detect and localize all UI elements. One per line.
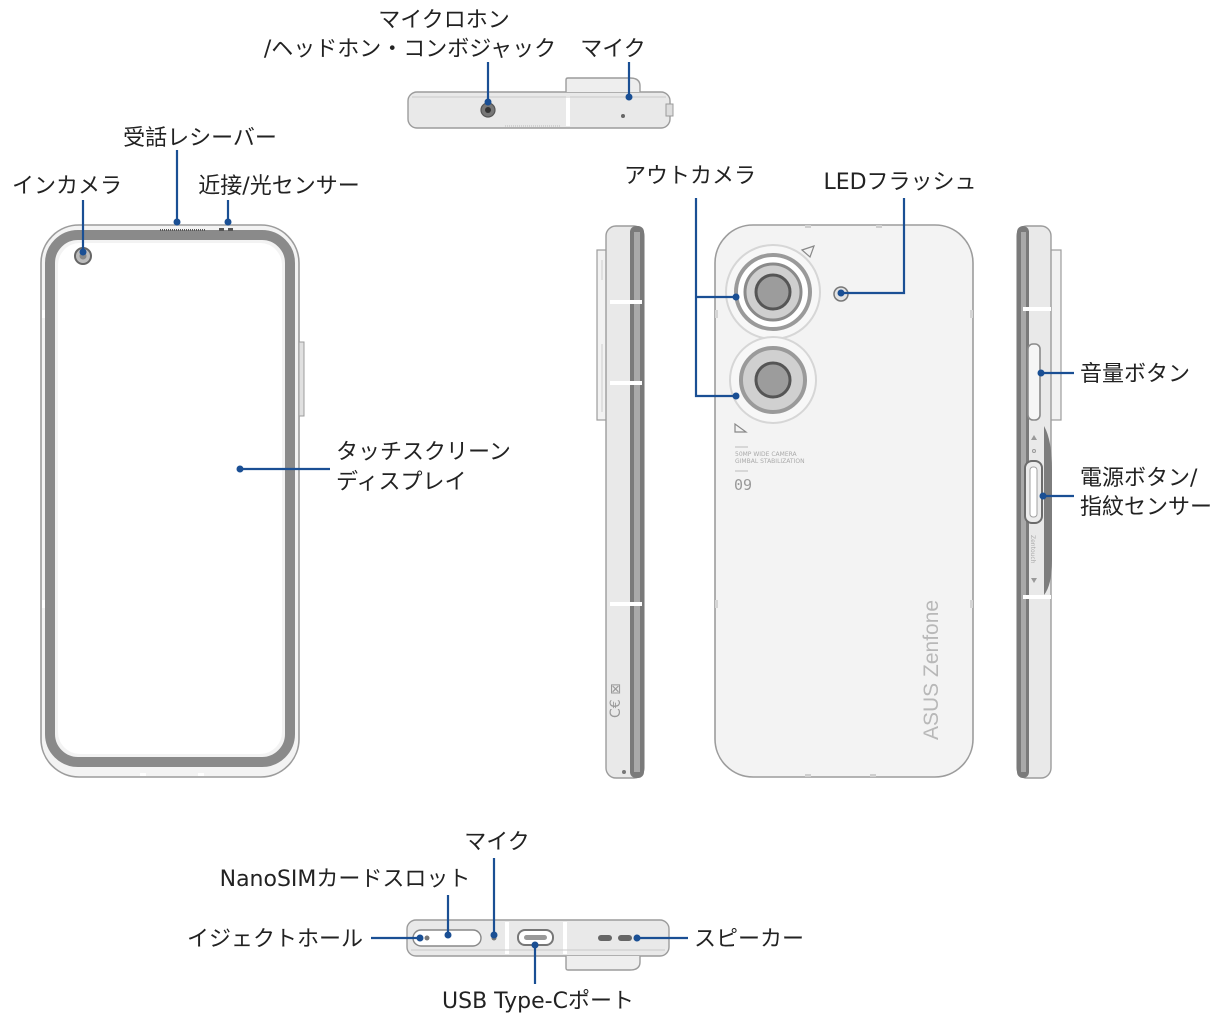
speaker-leader bbox=[633, 934, 688, 942]
top-jack-label-line1: マイクロホン bbox=[378, 8, 510, 33]
zentouch-print: Zentouch bbox=[1029, 535, 1036, 564]
bottom-mic-label: マイク bbox=[464, 830, 530, 855]
speaker-label: スピーカー bbox=[694, 927, 804, 952]
eject-hole-label: イジェクトホール bbox=[187, 927, 363, 952]
power-button-label-line2: 指紋センサー bbox=[1080, 495, 1212, 520]
top-mic-hole bbox=[621, 114, 625, 118]
front-view bbox=[40, 224, 305, 778]
receiver-leader bbox=[173, 150, 181, 226]
nanosim-slot-label: NanoSIMカードスロット bbox=[220, 867, 471, 892]
volume-button-label: 音量ボタン bbox=[1080, 362, 1190, 387]
touchscreen-label-line2: ディスプレイ bbox=[336, 470, 466, 495]
top-jack-leader bbox=[484, 62, 492, 106]
power-leader bbox=[1039, 492, 1074, 500]
front-camera-label: インカメラ bbox=[12, 174, 122, 199]
volume-rocker bbox=[1027, 343, 1041, 421]
nanosim-leader bbox=[444, 895, 452, 939]
led-flash-leader bbox=[837, 198, 906, 297]
speaker-grille bbox=[598, 935, 612, 941]
power-button-label-line1: 電源ボタン/ bbox=[1080, 466, 1198, 491]
volume-leader bbox=[1037, 369, 1074, 377]
camera-spec-line2: GIMBAL STABILIZATION bbox=[735, 458, 805, 465]
rear-camera-ultrawide bbox=[729, 336, 817, 424]
rear-camera-leader bbox=[694, 198, 740, 400]
right-side-view: Zentouch bbox=[1016, 225, 1062, 779]
usb-port-label: USB Type-Cポート bbox=[442, 989, 634, 1014]
top-mic-label: マイク bbox=[580, 37, 646, 62]
eject-hole bbox=[424, 935, 430, 941]
top-mic-leader bbox=[625, 62, 633, 101]
rear-camera-main bbox=[725, 244, 821, 340]
back-view: 50MP WIDE CAMERA GIMBAL STABILIZATION 09… bbox=[714, 224, 974, 778]
top-edge-view bbox=[407, 77, 674, 129]
proximity-sensor-label: 近接/光センサー bbox=[198, 174, 359, 199]
receiver-label: 受話レシーバー bbox=[123, 126, 277, 151]
led-flash-label: LEDフラッシュ bbox=[823, 170, 976, 195]
brand-print: ASUS Zenfone bbox=[920, 600, 943, 740]
top-jack-label-line2: /ヘッドホン・コンボジャック bbox=[264, 37, 556, 62]
eject-leader bbox=[371, 934, 424, 942]
proximity-leader bbox=[224, 200, 232, 226]
touchscreen-leader bbox=[236, 465, 330, 473]
left-side-view: C€ ⊠ bbox=[596, 225, 645, 779]
camera-spec-line1: 50MP WIDE CAMERA bbox=[735, 451, 798, 458]
rear-camera-label: アウトカメラ bbox=[624, 164, 756, 189]
usb-leader bbox=[531, 941, 539, 984]
bottom-mic-leader bbox=[490, 858, 498, 939]
touchscreen-label-line1: タッチスクリーン bbox=[336, 440, 511, 465]
svg-text:C€ ⊠: C€ ⊠ bbox=[608, 683, 624, 718]
front-camera-leader bbox=[79, 200, 87, 256]
certification-mark-icon: C€ ⊠ bbox=[608, 683, 624, 718]
model-number-print: 09 bbox=[734, 476, 752, 494]
